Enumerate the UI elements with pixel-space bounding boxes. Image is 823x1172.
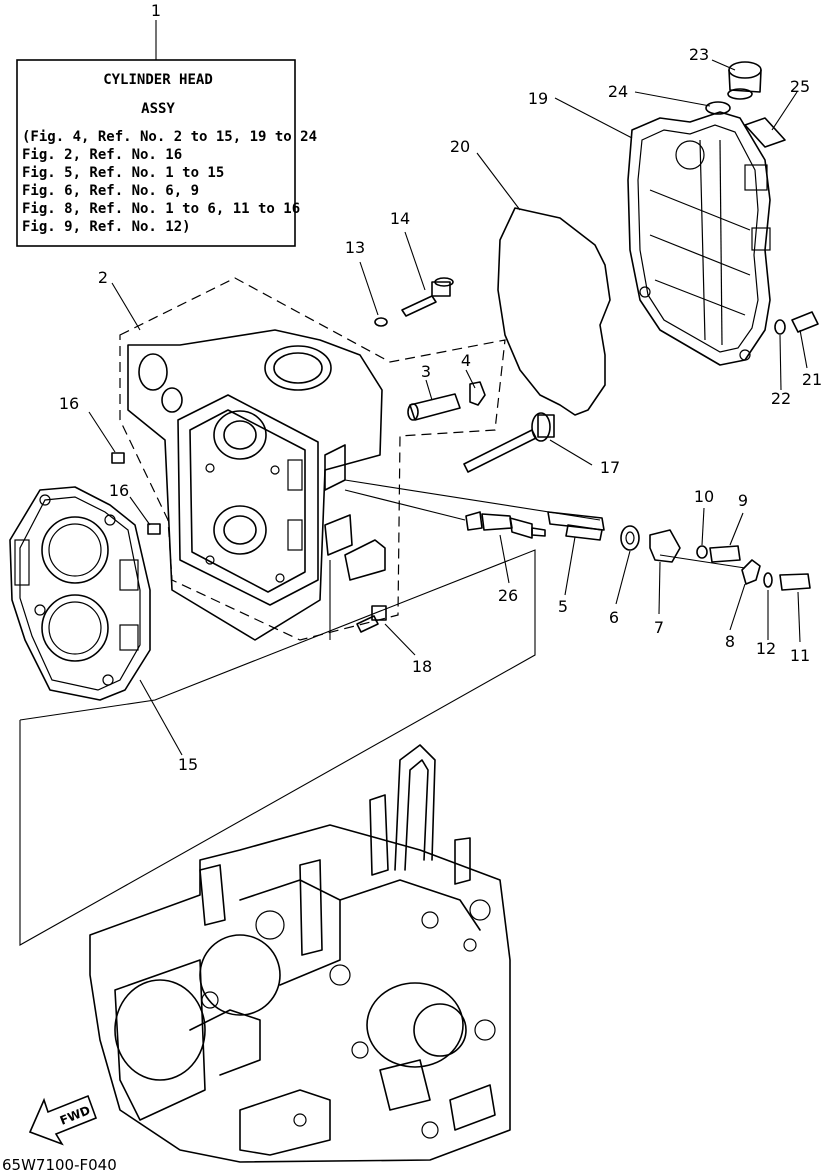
washer (374, 317, 388, 327)
callout-22: 22 (771, 389, 791, 408)
oil-filler-cap (727, 61, 762, 100)
bolt-18 (356, 605, 387, 633)
note-line-3: Fig. 5, Ref. No. 1 to 15 (22, 165, 224, 181)
o-ring (705, 101, 731, 115)
dowel-pin-2 (147, 523, 161, 535)
grommet (469, 381, 486, 406)
callout-2: 2 (98, 268, 108, 287)
dowel-pin-1 (111, 452, 125, 464)
callout-21: 21 (802, 370, 822, 389)
note-line-1: (Fig. 4, Ref. No. 2 to 15, 19 to 24 (22, 129, 317, 145)
callout-12: 12 (756, 639, 776, 658)
cover-gasket (497, 207, 611, 416)
callout-10: 10 (694, 487, 714, 506)
callout-8: 8 (725, 632, 735, 651)
callout-6: 6 (609, 608, 619, 627)
washer-12 (763, 572, 773, 588)
callout-24: 24 (608, 82, 628, 101)
note-line-5: Fig. 8, Ref. No. 1 to 6, 11 to 16 (22, 201, 300, 217)
callout-3: 3 (421, 362, 431, 381)
note-title-line1: CYLINDER HEAD (103, 72, 213, 88)
callout-16-upper: 16 (59, 394, 79, 413)
callout-14: 14 (390, 209, 410, 228)
fwd-arrow-icon: FWD (28, 1094, 98, 1146)
note-line-2: Fig. 2, Ref. No. 16 (22, 147, 182, 163)
head-cover (627, 111, 771, 366)
callout-19: 19 (528, 89, 548, 108)
thermostat-cover (649, 529, 681, 563)
diagram-code: 65W7100-F040 (2, 1156, 117, 1172)
callout-17: 17 (600, 458, 620, 477)
bolt-14 (401, 277, 454, 317)
callout-15: 15 (178, 755, 198, 774)
caution-label (744, 117, 786, 148)
head-gasket (9, 486, 151, 701)
bolt-11 (779, 573, 811, 591)
anode (407, 393, 461, 421)
callout-5: 5 (558, 597, 568, 616)
callout-7: 7 (654, 618, 664, 637)
assembly-guide-line (19, 549, 536, 946)
bolt-21 (791, 311, 819, 333)
assembly-note: 1 CYLINDER HEAD ASSY (Fig. 4, Ref. No. 2… (16, 1, 317, 247)
thermostat-seal (620, 525, 640, 551)
callout-1: 1 (151, 1, 161, 20)
callout-20: 20 (450, 137, 470, 156)
callout-18: 18 (412, 657, 432, 676)
leader-lines (88, 59, 808, 756)
callout-labels: 2 3 4 5 6 7 8 9 10 11 12 13 14 15 16 16 … (59, 45, 822, 774)
callout-25: 25 (790, 77, 810, 96)
note-title-line2: ASSY (141, 101, 175, 117)
callout-16-lower: 16 (109, 481, 129, 500)
cylinder-block (89, 744, 511, 1163)
cylinder-head (119, 277, 506, 641)
bolt-9 (709, 545, 741, 563)
callout-11: 11 (790, 646, 810, 665)
callout-13: 13 (345, 238, 365, 257)
washer-10 (696, 545, 708, 559)
note-line-6: Fig. 9, Ref. No. 12) (22, 219, 191, 235)
spark-plug (465, 511, 546, 539)
note-line-4: Fig. 6, Ref. No. 6, 9 (22, 183, 199, 199)
callout-4: 4 (461, 351, 471, 370)
washer-22 (774, 319, 786, 335)
thermostat (547, 511, 605, 541)
callout-26: 26 (498, 586, 518, 605)
callout-23: 23 (689, 45, 709, 64)
callout-9: 9 (738, 491, 748, 510)
long-bolt (463, 412, 555, 473)
clip (741, 559, 761, 585)
